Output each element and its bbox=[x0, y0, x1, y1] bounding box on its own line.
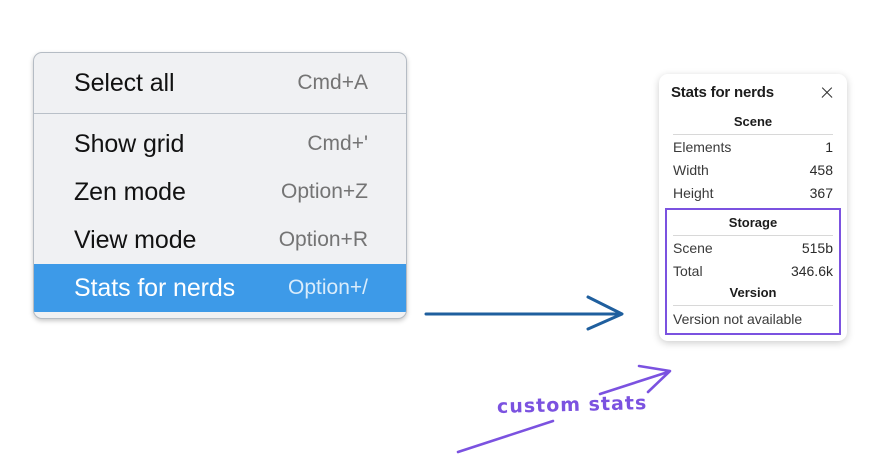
menu-item-zen-mode[interactable]: Zen mode Option+Z bbox=[34, 168, 406, 216]
stats-for-nerds-panel: Stats for nerds Scene Elements 1 Width 4… bbox=[659, 74, 847, 341]
close-icon[interactable] bbox=[819, 85, 835, 101]
menu-item-stats-for-nerds[interactable]: Stats for nerds Option+/ bbox=[34, 264, 406, 312]
stat-row-storage-scene: Scene 515b bbox=[671, 236, 835, 259]
menu-item-shortcut: Cmd+A bbox=[297, 71, 368, 94]
stat-value: 458 bbox=[809, 162, 833, 178]
stat-label: Height bbox=[673, 185, 714, 201]
stat-row-width: Width 458 bbox=[671, 158, 835, 181]
section-divider bbox=[673, 305, 833, 306]
menu-item-label: Select all bbox=[74, 68, 175, 97]
menu-item-label: Show grid bbox=[74, 129, 185, 158]
blue-arrow bbox=[424, 295, 624, 331]
menu-section-2: Show grid Cmd+' Zen mode Option+Z View m… bbox=[34, 113, 406, 318]
section-title-scene: Scene bbox=[733, 114, 773, 129]
stat-row-storage-total: Total 346.6k bbox=[671, 259, 835, 282]
menu-section-1: Select all Cmd+A bbox=[34, 53, 406, 113]
stat-value: 346.6k bbox=[790, 263, 833, 279]
menu-item-label: Stats for nerds bbox=[74, 273, 236, 302]
stat-value: 1 bbox=[825, 139, 833, 155]
section-title-storage: Storage bbox=[728, 215, 778, 230]
purple-underline-stroke bbox=[456, 419, 555, 454]
custom-stats-highlight-box: Storage Scene 515b Total 346.6k Version … bbox=[665, 208, 841, 335]
stat-label: Width bbox=[673, 162, 709, 178]
menu-item-shortcut: Option+/ bbox=[288, 276, 368, 299]
menu-item-select-all[interactable]: Select all Cmd+A bbox=[34, 59, 406, 107]
context-menu[interactable]: Select all Cmd+A Show grid Cmd+' Zen mod… bbox=[33, 52, 407, 319]
stat-row-height: Height 367 bbox=[671, 181, 835, 204]
menu-item-label: Zen mode bbox=[74, 177, 186, 206]
section-title-version: Version bbox=[729, 285, 777, 300]
version-value: Version not available bbox=[673, 311, 803, 327]
stats-section-storage: Storage Scene 515b Total 346.6k bbox=[671, 212, 835, 282]
menu-item-label: View mode bbox=[74, 225, 197, 254]
stat-row-elements: Elements 1 bbox=[671, 135, 835, 158]
stat-label: Elements bbox=[673, 139, 732, 155]
section-divider bbox=[673, 134, 833, 135]
menu-item-shortcut: Option+R bbox=[278, 228, 368, 251]
section-divider bbox=[673, 235, 833, 236]
handwritten-annotation: custom stats bbox=[496, 392, 648, 418]
stat-label: Total bbox=[673, 263, 703, 279]
stat-label: Scene bbox=[673, 240, 713, 256]
purple-arrow bbox=[598, 364, 672, 396]
stats-section-version: Version Version not available bbox=[671, 282, 835, 329]
menu-item-show-grid[interactable]: Show grid Cmd+' bbox=[34, 120, 406, 168]
menu-item-view-mode[interactable]: View mode Option+R bbox=[34, 216, 406, 264]
stats-section-scene: Scene Elements 1 Width 458 Height 367 bbox=[671, 111, 835, 204]
stats-panel-header: Stats for nerds bbox=[671, 84, 835, 101]
stat-value: 515b bbox=[801, 240, 833, 256]
menu-item-shortcut: Option+Z bbox=[281, 180, 368, 203]
stats-panel-title: Stats for nerds bbox=[671, 84, 774, 101]
menu-item-shortcut: Cmd+' bbox=[307, 132, 368, 155]
stat-value: 367 bbox=[809, 185, 833, 201]
